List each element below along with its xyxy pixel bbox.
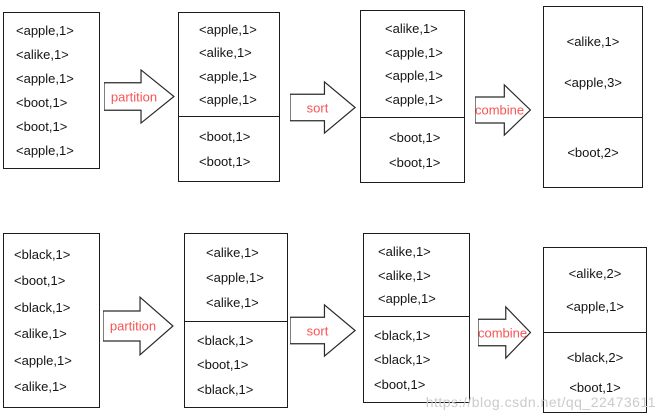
kv-pair: <apple,1> xyxy=(199,22,257,38)
kv-pair: <black,1> xyxy=(14,246,71,262)
kv-pair: <black,2> xyxy=(566,349,624,365)
kv-pair: <apple,1> xyxy=(14,352,72,368)
kv-pair: <alike,2> xyxy=(568,266,622,282)
row2-partition-arrow: partition xyxy=(103,295,175,357)
sort-label: sort xyxy=(306,323,329,338)
box-section: <black,2> <boot,1> xyxy=(543,332,647,413)
partition-label: partition xyxy=(109,318,157,334)
box-section: <boot,1> <boot,1> xyxy=(178,116,280,182)
box-section: <apple,1> <alike,1> <apple,1> <apple,1> xyxy=(178,12,280,117)
kv-pair: <black,1> xyxy=(14,299,71,315)
block-arrow-right-icon xyxy=(290,80,357,135)
block-arrow-right-icon xyxy=(104,68,176,125)
kv-pair: <apple,1> xyxy=(16,71,74,86)
box-section: <black,1> <boot,1> <black,1> xyxy=(184,321,288,408)
kv-pair: <boot,1> xyxy=(389,155,441,171)
box-section: <alike,1> <alike,1> <apple,1> xyxy=(363,233,470,317)
kv-pair: <apple,1> xyxy=(206,270,264,285)
block-arrow-right-icon xyxy=(475,83,532,137)
box-section: <alike,1> <apple,1> <alike,1> xyxy=(184,233,288,322)
kv-pair: <alike,1> xyxy=(16,47,69,62)
kv-pair: <boot,2> xyxy=(567,145,619,160)
block-arrow-right-icon xyxy=(103,295,175,357)
kv-pair: <black,1> xyxy=(197,381,254,397)
partition-label: partition xyxy=(110,89,158,104)
kv-pair: <apple,1> xyxy=(385,68,443,84)
kv-pair: <apple,1> xyxy=(199,91,257,107)
kv-pair: <apple,3> xyxy=(564,75,622,90)
kv-pair: <apple,1> xyxy=(566,298,624,314)
row1-combine-arrow: combine xyxy=(475,83,532,137)
box-section: <black,1> <black,1> <boot,1> xyxy=(363,316,470,403)
kv-pair: <alike,1> xyxy=(14,326,67,342)
combine-label: combine xyxy=(478,325,528,340)
kv-pair: <apple,1> xyxy=(199,68,257,84)
box-section: <boot,2> xyxy=(543,117,643,188)
box-section: <alike,1> <apple,3> xyxy=(543,6,643,118)
kv-pair: <black,1> xyxy=(197,332,254,348)
row1-partition-arrow: partition xyxy=(104,68,176,125)
kv-pair: <alike,1> xyxy=(566,34,620,49)
csdn-watermark: https://blog.csdn.net/qq_22473611 xyxy=(425,394,656,410)
row1-partition-box: <apple,1> <alike,1> <apple,1> <apple,1> <bo… xyxy=(178,12,280,182)
kv-pair: <boot,1> xyxy=(14,273,66,289)
kv-pair: <apple,1> xyxy=(16,143,74,158)
box-section: <apple,1> <alike,1> <apple,1> <boot,1> <boot… xyxy=(3,12,100,169)
kv-pair: <alike,1> xyxy=(14,379,67,395)
kv-pair: <alike,1> xyxy=(378,243,431,259)
kv-pair: <alike,1> xyxy=(206,245,259,260)
kv-pair: <boot,1> xyxy=(569,380,621,396)
row2-partition-box: <alike,1> <apple,1> <alike,1> <black,1> <bo… xyxy=(184,233,288,408)
kv-pair: <boot,1> xyxy=(16,119,68,134)
kv-pair: <boot,1> xyxy=(199,154,251,170)
row2-sort-arrow: sort xyxy=(290,303,357,358)
kv-pair: <alike,1> xyxy=(385,20,438,36)
kv-pair: <apple,1> xyxy=(378,291,436,307)
kv-pair: <alike,1> xyxy=(206,295,259,310)
box-section: <black,1> <boot,1> <black,1> <alike,1> <appl… xyxy=(3,233,100,408)
kv-pair: <boot,1> xyxy=(16,95,68,110)
kv-pair: <apple,1> xyxy=(385,92,443,108)
row1-sort-arrow: sort xyxy=(290,80,357,135)
box-section: <alike,1> <apple,1> <apple,1> <apple,1> xyxy=(360,10,465,118)
box-section: <alike,2> <apple,1> xyxy=(543,247,647,333)
sort-label: sort xyxy=(306,100,329,115)
block-arrow-right-icon xyxy=(478,305,532,360)
kv-pair: <boot,1> xyxy=(199,128,251,144)
kv-pair: <apple,1> xyxy=(385,44,443,60)
row2-sort-box: <alike,1><alike,1><apple,1> <black,1><bl… xyxy=(363,233,470,403)
kv-pair: <apple,1> xyxy=(16,23,74,38)
kv-pair: <black,1> xyxy=(374,327,431,343)
kv-pair: <alike,1> xyxy=(378,267,431,283)
kv-pair: <boot,1> xyxy=(374,376,426,392)
kv-pair: <alike,1> xyxy=(199,45,252,61)
kv-pair: <black,1> xyxy=(374,352,431,367)
block-arrow-right-icon xyxy=(290,303,357,358)
row1-input-box: <apple,1> <alike,1> <apple,1> <boot,1> <boot… xyxy=(3,12,100,169)
combine-label: combine xyxy=(475,102,525,118)
kv-pair: <boot,1> xyxy=(197,357,249,372)
row2-input-box: <black,1> <boot,1> <black,1> <alike,1> <appl… xyxy=(3,233,100,408)
kv-pair: <boot,1> xyxy=(389,129,441,145)
row2-combine-box: <alike,2> <apple,1> <black,2> <boot,1> xyxy=(543,247,647,413)
box-section: <boot,1> <boot,1> xyxy=(360,117,465,183)
row1-sort-box: <alike,1> <apple,1> <apple,1> <apple,1> <bo… xyxy=(360,10,465,183)
row1-combine-box: <alike,1> <apple,3> <boot,2> xyxy=(543,6,643,188)
row2-combine-arrow: combine xyxy=(478,305,532,360)
